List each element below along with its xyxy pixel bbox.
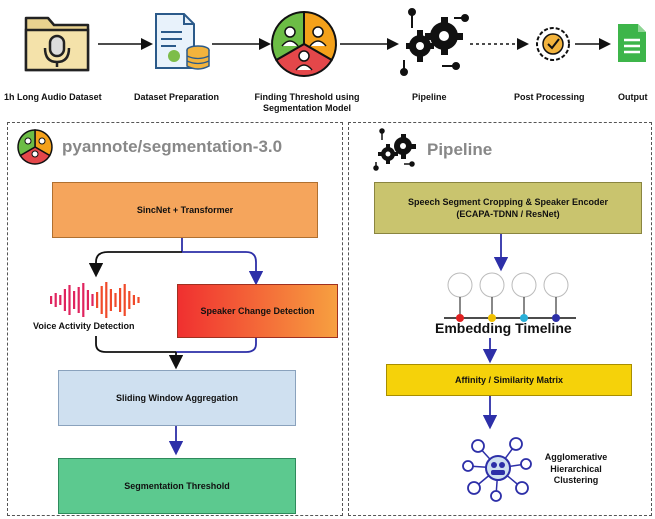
output-document-icon xyxy=(618,24,646,62)
waveform-icon xyxy=(50,282,140,318)
waveform-bar xyxy=(119,288,122,312)
segmentation-panel xyxy=(7,122,343,516)
step-threshold-line1: Finding Threshold using xyxy=(254,92,360,102)
voice-activity-detection-label: Voice Activity Detection xyxy=(33,321,135,331)
waveform-bar xyxy=(137,297,140,303)
step-threshold-label: Finding Threshold using Segmentation Mod… xyxy=(248,92,366,114)
segmentation-threshold-box: Segmentation Threshold xyxy=(58,458,296,514)
clustering-line3: Clustering xyxy=(553,475,599,486)
post-processing-icon xyxy=(536,27,570,61)
speaker-change-detection-box: Speaker Change Detection xyxy=(177,284,338,338)
pipeline-panel-title: Pipeline xyxy=(427,140,493,159)
waveform-bar xyxy=(128,291,131,309)
affinity-matrix-box: Affinity / Similarity Matrix xyxy=(386,364,632,396)
sincnet-transformer-box: SincNet + Transformer xyxy=(52,182,318,238)
speakers-segment-icon xyxy=(271,10,337,77)
clustering-line2: Hierarchical xyxy=(550,463,602,474)
waveform-bar xyxy=(50,296,53,304)
pipeline-gears-icon xyxy=(400,8,469,76)
step-output-label: Output xyxy=(618,92,648,102)
waveform-bar xyxy=(82,283,85,317)
speaker-encoder-line2: (ECAPA-TDNN / ResNet) xyxy=(456,209,560,219)
clustering-label: Agglomerative Hierarchical Clustering xyxy=(526,452,626,487)
step-post-processing-label: Post Processing xyxy=(514,92,585,102)
waveform-bar xyxy=(132,295,135,305)
embedding-timeline-graphic xyxy=(444,272,576,322)
segmentation-panel-title: pyannote/segmentation-3.0 xyxy=(62,137,283,156)
waveform-bar xyxy=(86,290,89,310)
waveform-bar xyxy=(96,292,99,308)
step-threshold-line2: Segmentation Model xyxy=(262,102,351,113)
waveform-bar xyxy=(123,284,126,316)
waveform-bar xyxy=(54,293,57,307)
waveform-bar xyxy=(77,287,80,313)
document-database-icon xyxy=(155,13,210,70)
pipeline-gears-icon-small xyxy=(373,128,416,171)
waveform-bar xyxy=(114,293,117,307)
waveform-bar xyxy=(59,295,62,305)
waveform-bar xyxy=(68,285,71,315)
clustering-line1: Agglomerative xyxy=(544,452,608,462)
waveform-bar xyxy=(100,286,103,314)
speaker-encoder-box: Speech Segment Cropping & Speaker Encode… xyxy=(374,182,642,234)
cluster-network-icon xyxy=(462,437,532,502)
speakers-segment-icon-small xyxy=(17,129,53,165)
waveform-bar xyxy=(109,289,112,311)
segmentation-connectors xyxy=(88,236,264,456)
waveform-bar xyxy=(63,289,66,311)
top-flow-connectors xyxy=(98,38,611,50)
step-audio-dataset-label: 1h Long Audio Dataset xyxy=(4,92,102,102)
pipeline-panel xyxy=(348,122,652,516)
waveform-bar xyxy=(105,282,108,318)
waveform-bar xyxy=(73,291,76,309)
embedding-timeline-label: Embedding Timeline xyxy=(435,320,572,336)
sliding-window-aggregation-box: Sliding Window Aggregation xyxy=(58,370,296,426)
audio-folder-icon xyxy=(24,16,90,72)
speaker-encoder-line1: Speech Segment Cropping & Speaker Encode… xyxy=(407,196,609,207)
step-pipeline-label: Pipeline xyxy=(412,92,447,102)
waveform-bar xyxy=(91,294,94,306)
step-dataset-preparation-label: Dataset Preparation xyxy=(134,92,220,102)
